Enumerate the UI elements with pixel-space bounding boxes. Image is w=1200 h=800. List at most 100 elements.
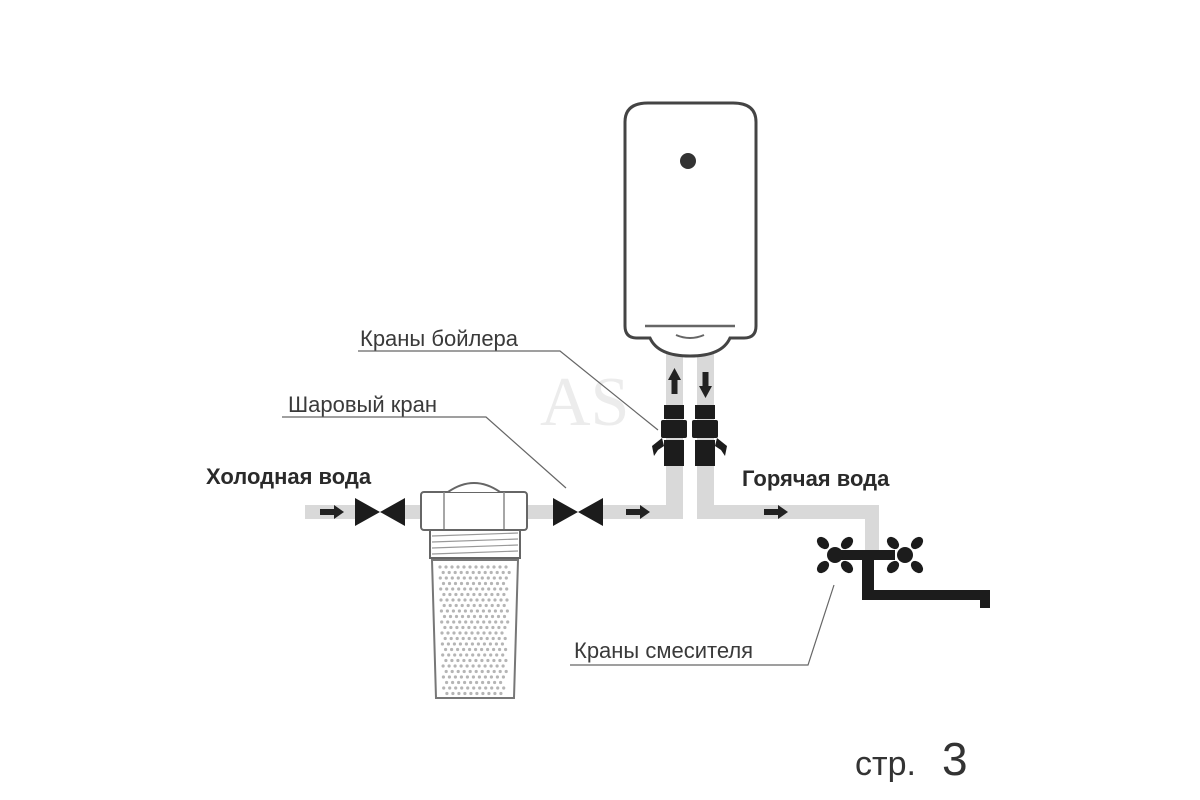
mesh-dot: [441, 664, 445, 668]
mesh-dot: [458, 620, 462, 624]
mesh-dot: [451, 680, 455, 685]
mesh-dot: [496, 614, 501, 619]
mesh-dot: [489, 570, 493, 575]
mesh-dot: [480, 647, 484, 652]
mesh-dot: [451, 691, 455, 696]
hot-pipe-to-mixer: [865, 505, 879, 550]
mesh-dot: [503, 625, 507, 630]
filter-thread-lines: [431, 532, 519, 555]
mesh-dot: [469, 598, 473, 602]
mesh-dot: [504, 647, 508, 652]
mesh-dot: [441, 653, 445, 657]
mesh-dot: [457, 691, 461, 696]
mesh-dot: [480, 576, 484, 580]
mesh-dot: [440, 631, 444, 635]
mesh-dot: [483, 675, 487, 679]
mesh-dot: [445, 609, 449, 613]
mesh-dot: [498, 658, 502, 663]
mesh-dot: [469, 587, 473, 591]
mesh-dot: [460, 686, 464, 690]
mesh-dot: [482, 631, 486, 635]
mesh-dot: [447, 570, 451, 575]
mesh-dot: [501, 653, 505, 657]
mesh-dot: [447, 653, 451, 657]
page-prefix: стр.: [855, 745, 916, 783]
mesh-dot: [505, 598, 509, 602]
mesh-dot: [467, 636, 471, 641]
filter-head: [420, 491, 528, 531]
mesh-dot: [488, 620, 492, 624]
mesh-dot: [441, 581, 446, 586]
mixer-handle-cold-icon: [816, 536, 854, 574]
filter-cap: [447, 482, 501, 493]
mesh-dot: [496, 592, 500, 597]
mesh-dot: [498, 647, 502, 652]
mesh-dot: [448, 686, 452, 690]
mesh-dot: [499, 680, 503, 685]
mesh-dot: [457, 680, 461, 685]
mesh-dot: [504, 565, 508, 569]
mesh-dot: [499, 598, 503, 602]
mesh-dot: [478, 603, 482, 608]
mesh-dot: [465, 675, 469, 679]
flow-arrows: [320, 368, 788, 519]
mesh-dot: [474, 647, 478, 652]
mesh-dot: [492, 658, 496, 663]
boiler-indicator: [675, 334, 705, 339]
mesh-dot: [486, 669, 490, 674]
mesh-dot: [479, 636, 483, 641]
mesh-dot: [470, 620, 474, 624]
mesh-dot: [454, 592, 458, 597]
mesh-dot: [490, 603, 494, 608]
mesh-dot: [470, 642, 474, 646]
cold-inlet-valve-icon: [355, 498, 405, 526]
mesh-dot: [445, 587, 449, 591]
mesh-dot: [492, 669, 496, 674]
mesh-dot: [477, 570, 481, 575]
mesh-dot: [500, 631, 504, 635]
mesh-dot: [481, 680, 485, 685]
arrow-right-icon: [320, 505, 344, 519]
mesh-dot: [484, 614, 489, 619]
mesh-dot: [477, 664, 481, 668]
mesh-dot: [444, 565, 448, 569]
thermostat-knob-icon: [680, 153, 696, 169]
mesh-dot: [463, 680, 467, 685]
mesh-dot: [504, 658, 508, 663]
mesh-dot: [448, 614, 453, 619]
cold-pipe-from-filter: [525, 505, 555, 519]
mesh-dot: [501, 675, 505, 679]
mesh-dot: [498, 669, 502, 674]
mesh-dot: [446, 620, 450, 624]
mesh-dot: [478, 686, 482, 690]
mesh-dot: [451, 609, 455, 613]
mesh-dot: [463, 587, 467, 591]
mesh-dot: [447, 675, 451, 679]
mesh-dot: [468, 658, 472, 663]
mesh-dot: [474, 565, 478, 569]
mesh-dot: [471, 675, 475, 679]
mesh-dot: [472, 603, 476, 608]
mesh-dot: [479, 625, 483, 630]
mesh-dot: [456, 576, 460, 580]
mesh-dot: [499, 587, 503, 591]
mesh-dot: [452, 620, 456, 624]
boiler-valve-hot: [692, 405, 727, 466]
mesh-dot: [480, 658, 484, 663]
mesh-dot: [506, 620, 510, 624]
mesh-dot: [472, 686, 476, 690]
water-filter: [420, 482, 528, 699]
mesh-dot: [438, 576, 442, 580]
mesh-dot: [452, 642, 456, 646]
mesh-dot: [473, 625, 477, 630]
mesh-dot: [444, 658, 448, 663]
mesh-dot: [505, 609, 509, 613]
mesh-dot: [471, 664, 475, 668]
mesh-dot: [469, 609, 473, 613]
mesh-dot: [472, 614, 477, 619]
mesh-dot: [474, 669, 478, 674]
mesh-dot: [450, 576, 454, 580]
mesh-dot: [489, 581, 494, 586]
water-heater: [623, 101, 758, 358]
mesh-dot: [459, 664, 463, 668]
